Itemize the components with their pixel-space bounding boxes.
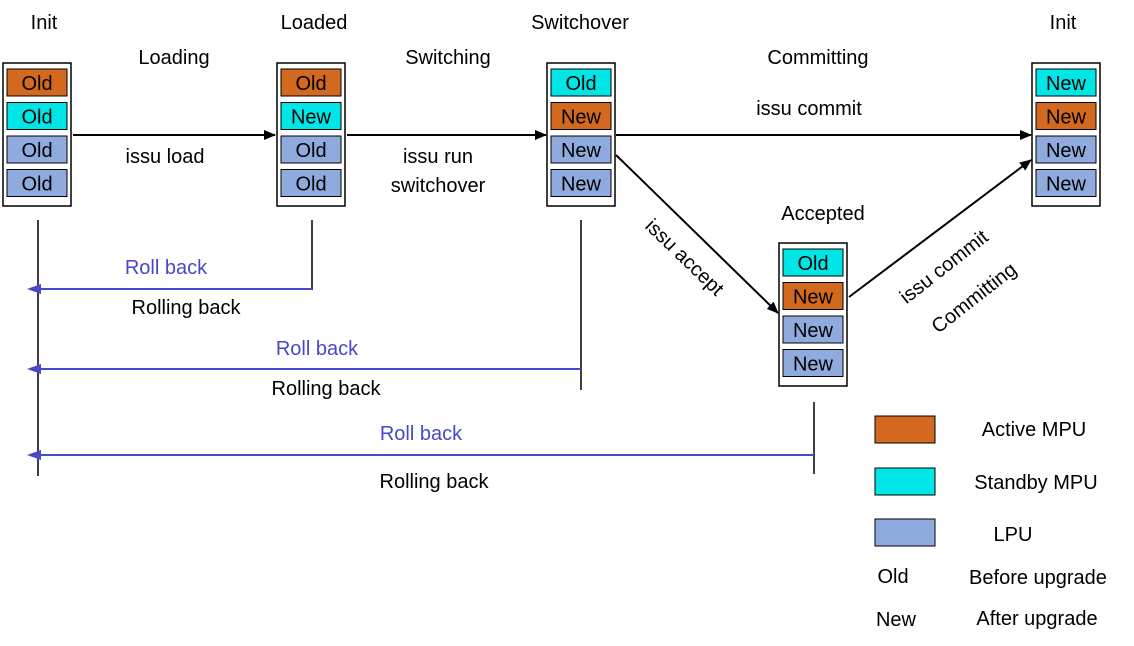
state-label-switchover: Switchover	[531, 12, 629, 34]
cmd-issu-commit-top: issu commit	[756, 98, 862, 120]
rollback-label-3: Roll back	[380, 423, 463, 445]
unit-cell-lpu	[550, 169, 612, 197]
legend-desc-old: Before upgrade	[969, 567, 1107, 589]
cmd-switchover: switchover	[391, 175, 486, 197]
state-label-accepted: Accepted	[781, 203, 864, 225]
unit-cell-standby-mpu	[550, 68, 612, 97]
unit-cell-version: Old	[797, 253, 828, 275]
rollback-label-1: Roll back	[125, 257, 208, 279]
unit-cell-active-mpu	[1035, 102, 1097, 130]
unit-cell-standby-mpu	[1035, 68, 1097, 97]
legend-label-standby-mpu: Standby MPU	[974, 472, 1097, 494]
unit-cell-active-mpu	[550, 102, 612, 130]
rolling-back-label-2: Rolling back	[272, 378, 382, 400]
rolling-back-label-1: Rolling back	[132, 297, 242, 319]
legend-label-active-mpu: Active MPU	[982, 419, 1086, 441]
phase-committing-top: Committing	[767, 47, 868, 69]
cmd-issu-accept: issu accept	[641, 215, 729, 301]
unit-cell-lpu	[782, 315, 844, 344]
unit-cell-version: Old	[565, 73, 596, 95]
unit-cell-version: New	[561, 107, 602, 129]
unit-cell-standby-mpu	[6, 102, 68, 130]
unit-cell-standby-mpu	[782, 248, 844, 277]
unit-cell-version: New	[1046, 107, 1087, 129]
legend-swatch-active-mpu	[874, 415, 936, 444]
unit-cell-lpu	[280, 169, 342, 197]
unit-cell-active-mpu	[280, 68, 342, 97]
unit-cell-version: New	[793, 287, 834, 309]
legend-key-new: New	[876, 609, 917, 631]
unit-cell-version: New	[291, 107, 332, 129]
arrow-issu-accept	[615, 154, 779, 314]
unit-cell-version: New	[793, 354, 834, 376]
unit-cell-lpu	[1035, 169, 1097, 197]
legend-swatch-lpu	[874, 518, 936, 547]
unit-cell-version: Old	[295, 73, 326, 95]
cmd-issu-run: issu run	[403, 146, 473, 168]
unit-cell-version: New	[561, 140, 602, 162]
unit-cell-version: New	[793, 320, 834, 342]
legend-key-old: Old	[877, 566, 908, 588]
unit-cell-lpu	[6, 135, 68, 164]
unit-cell-lpu	[6, 169, 68, 197]
state-label-loaded: Loaded	[281, 12, 348, 34]
unit-cell-version: Old	[295, 174, 326, 196]
unit-cell-active-mpu	[782, 282, 844, 310]
legend-swatch-standby-mpu	[874, 467, 936, 496]
unit-cell-version: New	[1046, 140, 1087, 162]
legend-label-lpu: LPU	[994, 524, 1033, 546]
unit-cell-version: New	[561, 174, 602, 196]
unit-cell-lpu	[280, 135, 342, 164]
state-label-init-start: Init	[31, 12, 58, 34]
unit-cell-version: New	[1046, 73, 1087, 95]
state-label-init-end: Init	[1050, 12, 1077, 34]
unit-cell-version: New	[1046, 174, 1087, 196]
unit-cell-active-mpu	[6, 68, 68, 97]
rollback-label-2: Roll back	[276, 338, 359, 360]
unit-cell-version: Old	[21, 140, 52, 162]
legend-desc-new: After upgrade	[976, 608, 1097, 630]
unit-cell-version: Old	[295, 140, 326, 162]
unit-cell-version: Old	[21, 73, 52, 95]
arrow-issu-commit-diag	[848, 159, 1032, 298]
phase-loading: Loading	[138, 47, 209, 69]
unit-cell-lpu	[782, 349, 844, 377]
rolling-back-label-3: Rolling back	[380, 471, 490, 493]
unit-cell-lpu	[1035, 135, 1097, 164]
cmd-issu-load: issu load	[126, 146, 205, 168]
unit-cell-lpu	[550, 135, 612, 164]
phase-switching: Switching	[405, 47, 491, 69]
legend: Active MPU Standby MPU LPU Old Before up…	[874, 415, 1107, 631]
unit-cell-version: Old	[21, 107, 52, 129]
unit-cell-standby-mpu	[280, 102, 342, 130]
unit-cell-version: Old	[21, 174, 52, 196]
